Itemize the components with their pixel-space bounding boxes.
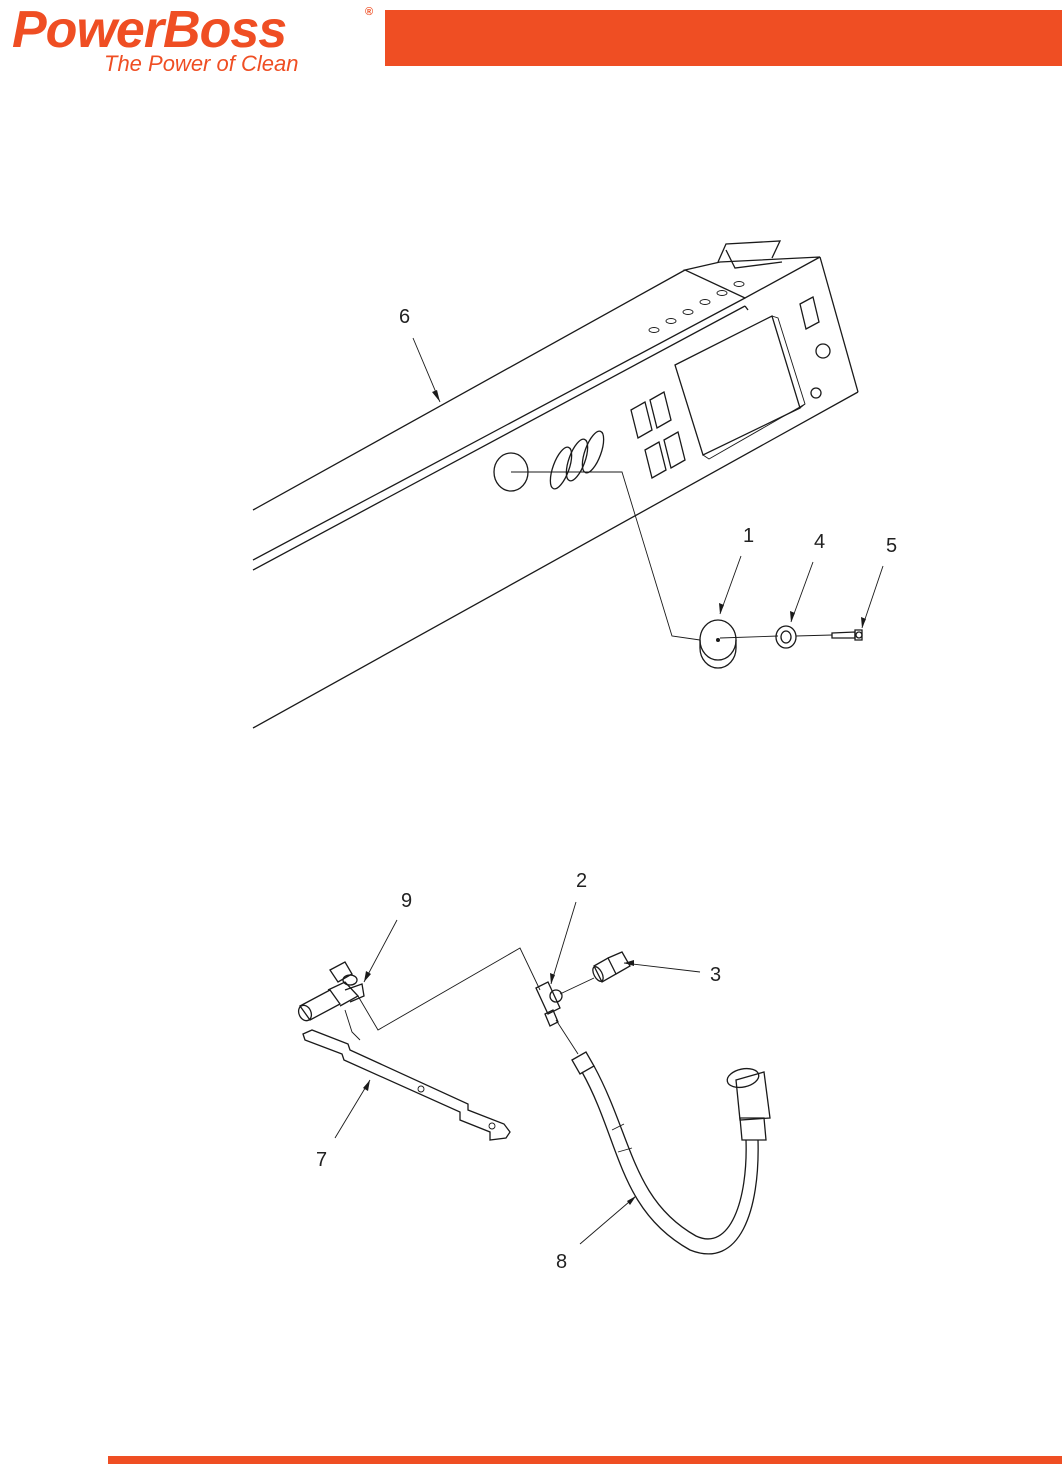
footer-bar	[108, 1456, 1062, 1464]
knob-part	[700, 620, 778, 668]
tee-fitting-part	[536, 978, 594, 1054]
callout-7: 7	[316, 1149, 327, 1171]
callout-8: 8	[556, 1251, 567, 1273]
callout-leaders-lower	[335, 902, 700, 1244]
bracket-part	[303, 1010, 510, 1140]
tube-line	[358, 948, 540, 1030]
washer-part	[776, 626, 832, 648]
callout-1: 1	[743, 525, 754, 547]
callout-4: 4	[814, 531, 825, 553]
control-panel-assembly	[253, 241, 858, 728]
callout-6: 6	[399, 306, 410, 328]
plug-fitting-part	[591, 952, 630, 983]
screw-part	[832, 630, 862, 640]
valve-fitting-part	[296, 962, 364, 1023]
callout-3: 3	[710, 964, 721, 986]
callout-2: 2	[576, 870, 587, 892]
callout-5: 5	[886, 535, 897, 557]
hose-part	[572, 1052, 770, 1254]
callout-9: 9	[401, 890, 412, 912]
